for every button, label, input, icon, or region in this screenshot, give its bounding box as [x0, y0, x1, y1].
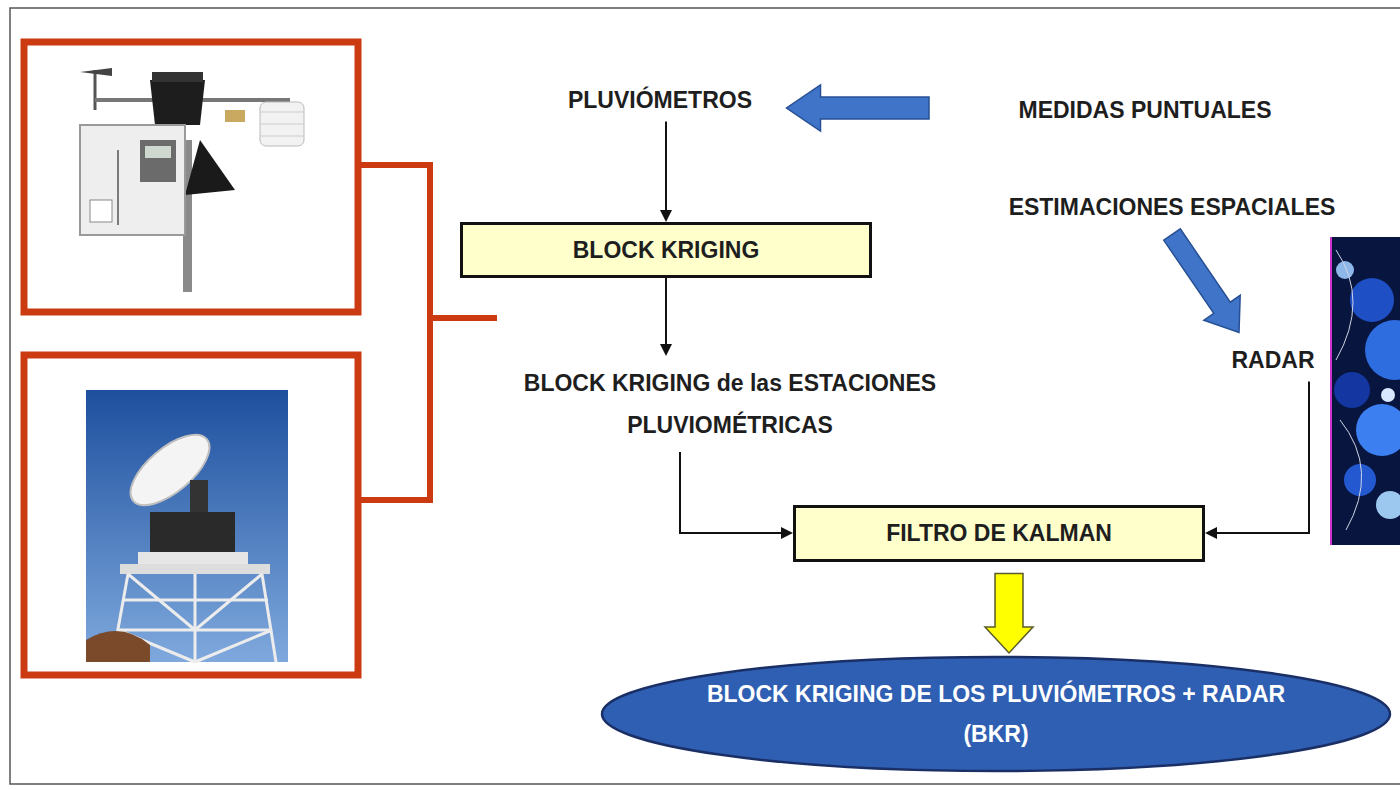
connector-line — [665, 278, 667, 344]
block-arrow — [985, 574, 1033, 654]
process-box: FILTRO DE KALMAN — [793, 505, 1205, 562]
flow-arrow — [660, 122, 672, 223]
flow-term: ESTIMACIONES ESPACIALES — [1005, 192, 1340, 223]
flow-term: PLUVIÓMETROS — [564, 85, 757, 116]
node-text: BLOCK KRIGING — [573, 237, 760, 264]
flow-arrow — [1205, 382, 1309, 540]
radar-photo — [86, 390, 288, 662]
block-arrow — [1164, 229, 1241, 333]
node-text: ESTIMACIONES ESPACIALES — [1009, 194, 1336, 221]
result-ellipse: BLOCK KRIGING DE LOS PLUVIÓMETROS + RADA… — [600, 655, 1392, 773]
node-text: PLUVIÓMETROS — [568, 87, 752, 114]
node-text: BLOCK KRIGING DE LOS PLUVIÓMETROS + RADA… — [704, 674, 1289, 754]
process-box: BLOCK KRIGING — [460, 222, 872, 278]
bracket — [430, 315, 497, 321]
block-arrow — [787, 85, 930, 131]
page-frame — [10, 8, 1400, 784]
node-text: BLOCK KRIGING de las ESTACIONES PLUVIOMÉ… — [521, 362, 940, 446]
flow-arrow — [680, 452, 793, 539]
photo-frame — [24, 42, 358, 312]
flow-term: BLOCK KRIGING de las ESTACIONES PLUVIOMÉ… — [517, 360, 944, 448]
arrowhead — [781, 527, 793, 539]
flow-term: RADAR — [1227, 345, 1319, 376]
node-text: MEDIDAS PUNTUALES — [1018, 97, 1271, 124]
radar-image — [1330, 237, 1400, 545]
photo-frame — [24, 355, 358, 675]
flow-arrow — [985, 574, 1033, 654]
connector-line — [680, 452, 781, 533]
arrowhead — [1205, 527, 1217, 539]
connector-line — [1217, 382, 1309, 534]
flow-arrow — [1164, 229, 1241, 333]
weather-station-photo — [80, 68, 304, 292]
arrowhead — [660, 210, 672, 222]
flow-term: MEDIDAS PUNTUALES — [1014, 95, 1276, 126]
flow-arrow — [660, 278, 672, 356]
arrowhead — [660, 344, 672, 356]
node-text: RADAR — [1231, 347, 1314, 374]
flow-arrow — [787, 85, 930, 131]
bracket — [358, 165, 430, 500]
connector-line — [665, 122, 667, 211]
ellipse-outline — [600, 655, 1392, 773]
node-text: FILTRO DE KALMAN — [886, 520, 1112, 547]
